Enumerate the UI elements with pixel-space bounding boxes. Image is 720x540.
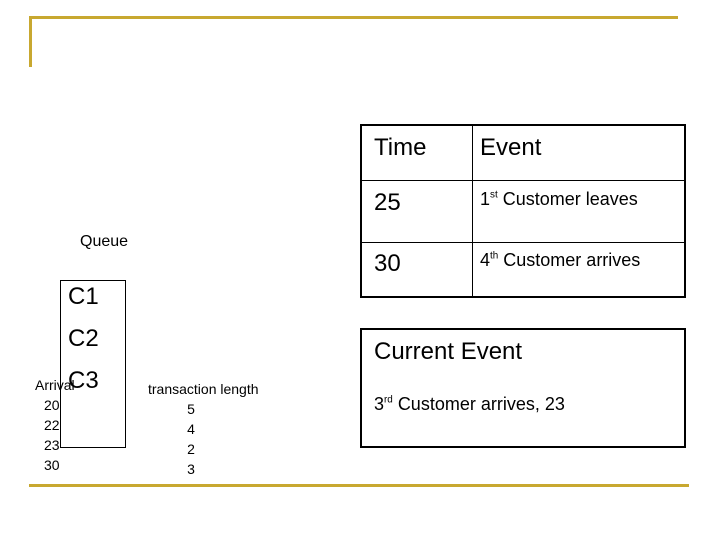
current-event-title: Current Event: [374, 338, 523, 365]
queue-item: C2: [68, 325, 99, 352]
current-event-box: Current Event 3rd Customer arrives, 23: [360, 328, 686, 448]
queue-label: Queue: [80, 233, 129, 250]
arrival-value: 20: [44, 397, 60, 413]
table-divider: [472, 126, 473, 296]
time-header: Time: [374, 134, 427, 161]
event-header: Event: [480, 134, 542, 161]
event-description: 4th Customer arrives: [480, 250, 640, 271]
arrival-header: Arrival: [35, 377, 75, 393]
arrival-column: Arrival 20 22 23 30: [35, 375, 75, 475]
event-text: Customer leaves: [502, 189, 638, 209]
event-ordinal-suffix: th: [490, 250, 499, 262]
table-divider: [362, 242, 684, 243]
event-ordinal: 4: [480, 250, 491, 270]
event-ordinal: 1: [480, 189, 491, 209]
transaction-header: transaction length: [148, 381, 259, 397]
transaction-column: transaction length 5 4 2 3: [148, 379, 259, 479]
decorative-bottom-rule: [29, 484, 689, 487]
event-text: Customer arrives: [503, 250, 641, 270]
event-table: Time Event 25 1st Customer leaves 30 4th…: [360, 124, 686, 298]
arrival-value: 30: [44, 457, 60, 473]
queue-item: C3: [68, 367, 99, 394]
decorative-top-rule: [29, 16, 678, 19]
current-event-ordinal-suffix: rd: [384, 394, 393, 406]
transaction-value: 5: [187, 401, 195, 417]
queue-item: C1: [68, 283, 99, 310]
current-event-value: 3rd Customer arrives, 23: [374, 394, 565, 415]
transaction-value: 3: [187, 461, 195, 477]
transaction-value: 2: [187, 441, 195, 457]
current-event-text: Customer arrives, 23: [397, 394, 565, 414]
current-event-ordinal: 3: [374, 394, 385, 414]
table-divider: [362, 180, 684, 181]
event-ordinal-suffix: st: [490, 189, 498, 201]
arrival-value: 23: [44, 437, 60, 453]
decorative-left-rule: [29, 16, 32, 67]
event-description: 1st Customer leaves: [480, 189, 638, 210]
event-time: 25: [374, 189, 401, 216]
event-time: 30: [374, 250, 401, 277]
queue-box: [60, 280, 126, 448]
transaction-value: 4: [187, 421, 195, 437]
arrival-value: 22: [44, 417, 60, 433]
